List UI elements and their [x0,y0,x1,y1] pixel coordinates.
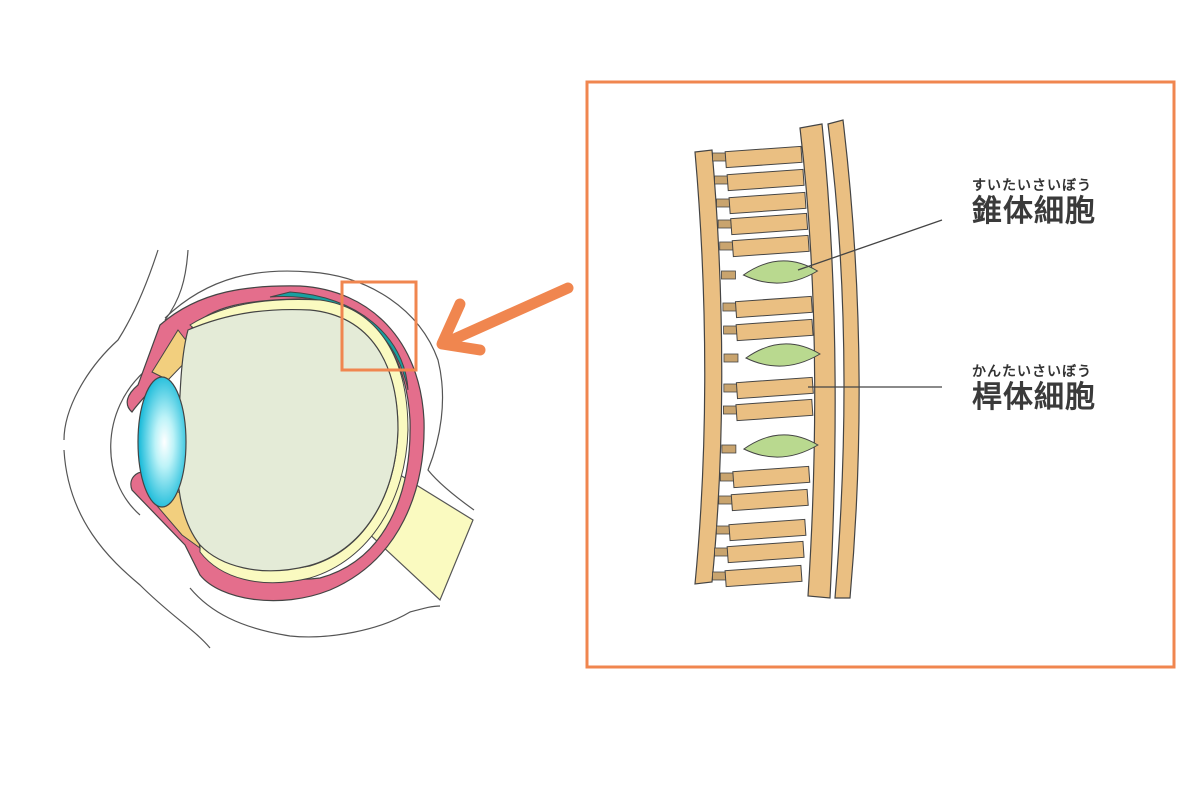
cell-stalk [719,472,735,482]
pointer-arrow [436,282,574,356]
outer-band-2 [827,119,860,599]
highlight-box [340,280,418,372]
cell-stalk [723,383,739,393]
magnified-panel [585,80,1176,669]
rod-cell [731,234,810,258]
rod-cell [735,398,814,422]
photoreceptor-cells [712,145,821,588]
rod-label-ruby: かんたいさいぼう [972,364,1092,380]
rod-cell [730,488,809,512]
rod-label-term: 桿体細胞 [972,380,1096,415]
inner-band [694,149,723,585]
cone-cell [744,343,821,367]
cone-leader-line [797,219,943,271]
rod-cell [724,564,803,588]
rod-cell [726,540,805,564]
cell-stalk [721,444,737,454]
cone-label-term: 錐体細胞 [972,194,1096,229]
cell-stalk [714,175,729,185]
cell-stalk [718,495,734,505]
cone-label: すいたいさいぼう 錐体細胞 [972,178,1096,230]
rod-label: かんたいさいぼう 桿体細胞 [972,364,1096,416]
cone-label-ruby: すいたいさいぼう [972,178,1092,194]
retina-layers [694,119,943,599]
rod-cell [735,376,814,400]
rod-cell [726,168,805,192]
cell-stalk [712,152,728,162]
cell-stalk [712,571,727,581]
cell-stalk [714,547,729,557]
lens [137,376,187,508]
cone-cell [742,260,819,284]
cell-stalk [716,198,731,208]
cell-stalk [723,325,738,335]
cell-stalk [722,405,738,415]
upper-eyelid-outline [63,249,159,441]
cell-stalk [722,302,738,312]
eye-cross-section [63,249,475,649]
cell-stalk [721,270,736,280]
orbit-outline [164,270,475,511]
lower-eyelid-outline [63,449,211,649]
rod-cell [728,191,807,215]
cell-stalk [716,525,731,535]
cornea-outline [110,369,147,516]
cone-cell [742,434,819,458]
rod-cell [734,295,813,319]
orbit-lower-outline [189,587,441,638]
rod-cell [735,318,814,342]
cell-stalk [723,353,739,363]
outer-band-1 [799,123,836,599]
rod-cell [728,518,807,542]
cell-stalk [717,219,733,229]
rod-cell [732,465,811,489]
rod-cell [724,145,803,169]
rod-cell [730,212,809,236]
cell-stalk [719,241,735,251]
